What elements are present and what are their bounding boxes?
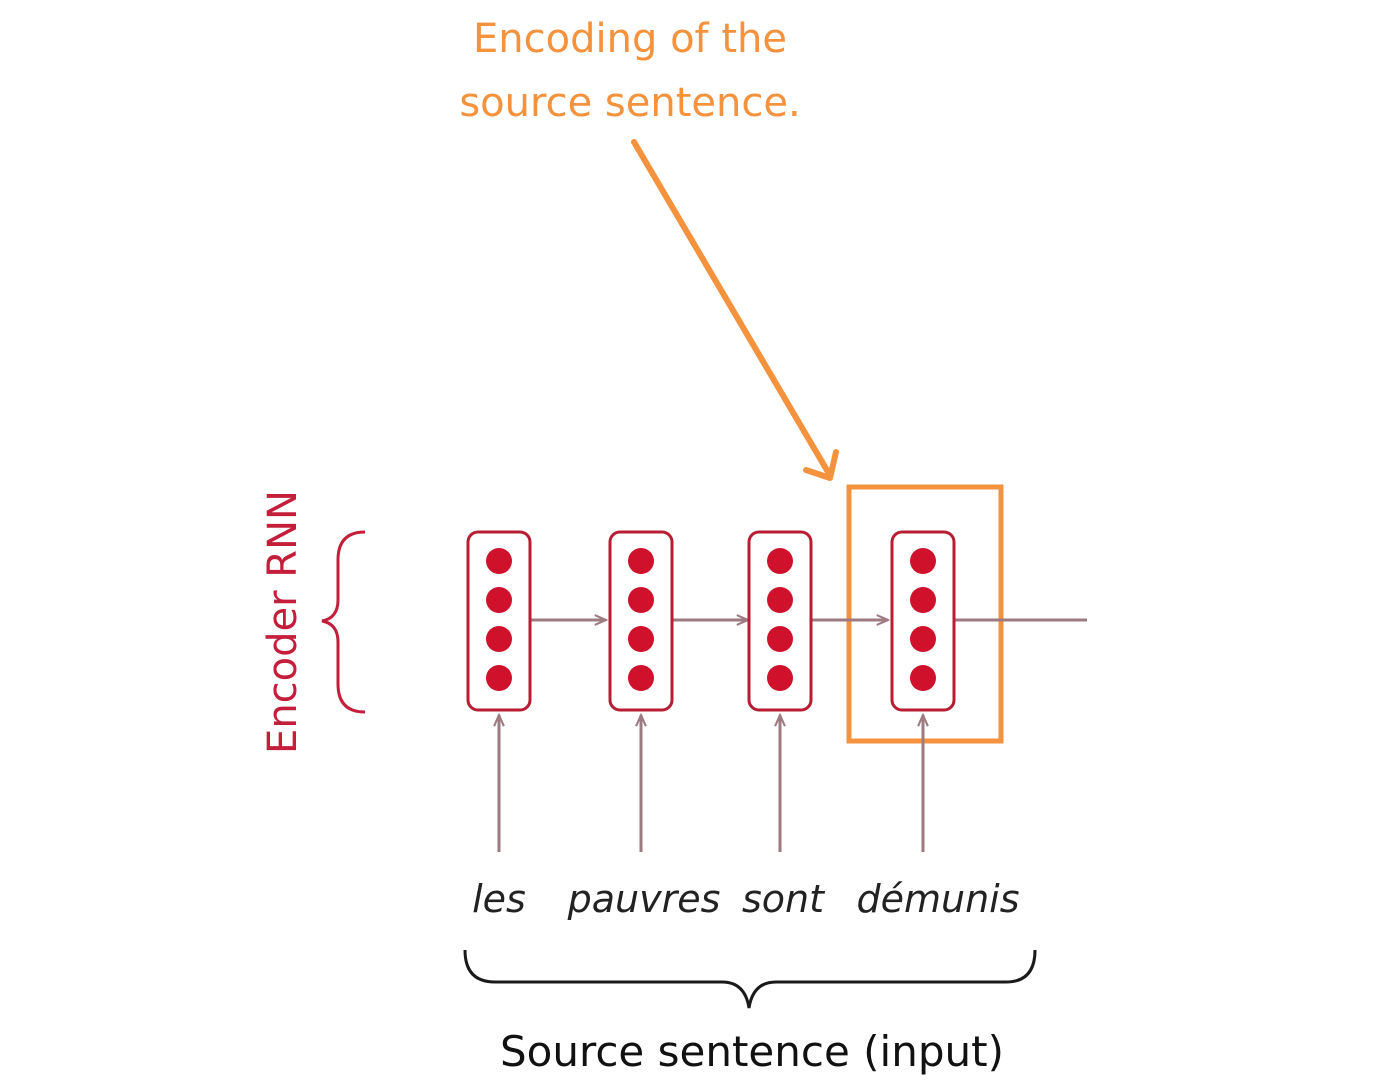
neuron-dot [767,665,793,691]
encoder-cell-3 [747,530,813,712]
encoder-brace [321,530,366,714]
encoding-highlight-box [846,484,1004,744]
encoder-cell-2 [608,530,674,712]
neuron-dot [910,587,936,613]
neuron-dot [767,548,793,574]
input-word-sont: sont [742,877,826,921]
callout-line-2: source sentence. [459,80,800,126]
neuron-dot [910,548,936,574]
neuron-dot [628,626,654,652]
callout-arrow [631,139,839,481]
callout-line-1: Encoding of the [473,16,787,62]
neuron-dot [767,587,793,613]
input-word-pauvres: pauvres [567,877,721,921]
neuron-dot [628,587,654,613]
neuron-dot [910,626,936,652]
source-sentence-caption: Source sentence (input) [500,1027,1004,1076]
neuron-dot [910,665,936,691]
encoder-rnn-label: Encoder RNN [260,490,306,754]
source-sentence-brace [463,949,1037,1009]
neuron-dot [767,626,793,652]
encoder-cell-4 [890,530,956,712]
neuron-dot [486,587,512,613]
neuron-dot [628,665,654,691]
encoder-cell-1 [466,530,532,712]
neuron-dot [628,548,654,574]
input-word-demunis: démunis [856,877,1019,921]
neuron-dot [486,626,512,652]
input-word-les: les [472,877,526,921]
neuron-dot [486,665,512,691]
neuron-dot [486,548,512,574]
